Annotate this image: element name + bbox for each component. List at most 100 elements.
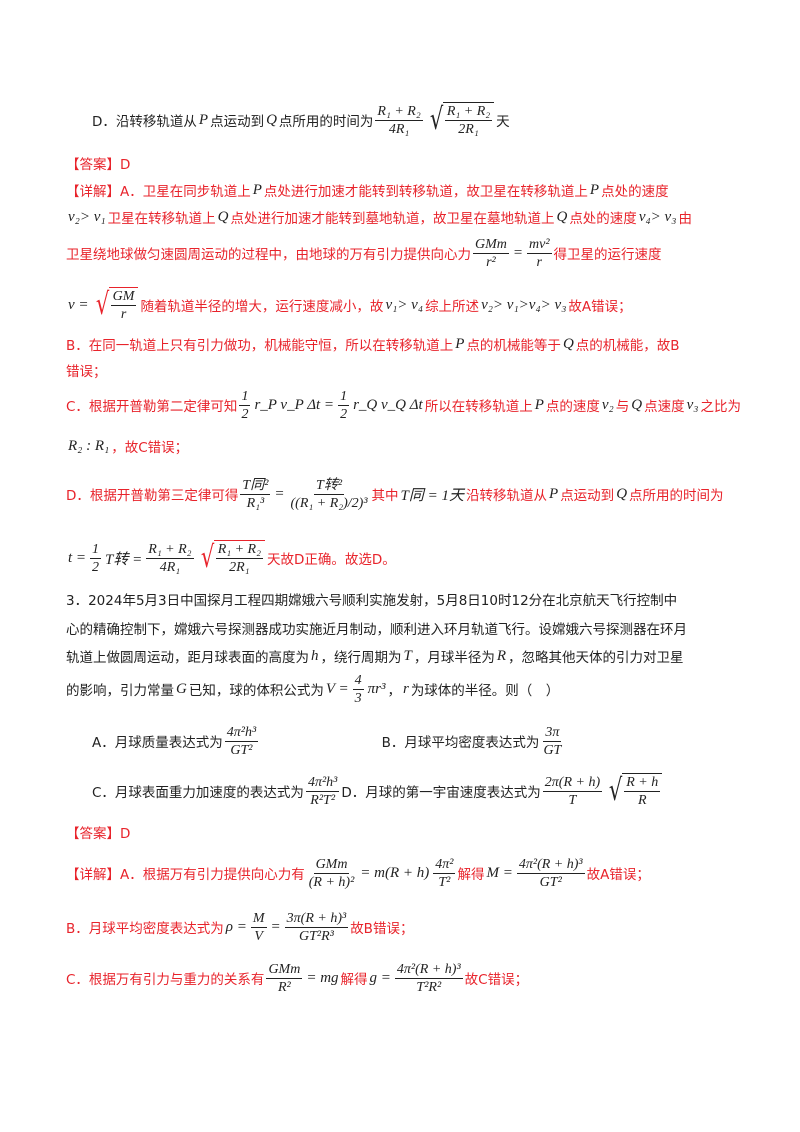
fraction-numerator: T转²	[314, 477, 345, 495]
fraction-numerator: 1	[338, 388, 350, 406]
fraction-denominator: R²T²	[310, 792, 336, 808]
text-segment: 点的速度	[545, 399, 600, 415]
math-symbol: T转 =	[105, 551, 143, 568]
text-segment: 天	[496, 114, 510, 130]
math-symbol: v₂	[601, 396, 614, 413]
fraction-numerator: 4π²(R + h)³	[394, 961, 463, 979]
text-segment: 轨道上做圆周运动，距月球表面的高度为	[66, 650, 309, 666]
math-symbol: =	[270, 918, 281, 935]
math-symbol: P	[252, 181, 262, 198]
text-segment: B．在同一轨道上只有引力做功，机械能守恒，所以在转移轨道上	[66, 338, 454, 354]
text-segment: B．月球平均密度表达式为	[260, 735, 540, 751]
fraction-denominator: GT²R³	[298, 928, 334, 944]
text-segment: A．月球质量表达式为	[92, 735, 223, 751]
fraction-numerator: mv²	[527, 236, 552, 254]
text-segment: B．月球平均密度表达式为	[66, 921, 224, 937]
text-segment: 的影响，引力常量	[66, 683, 174, 699]
text-segment: D．月球的第一宇宙速度表达式为	[341, 785, 541, 801]
fraction-denominator: (R + h)²	[308, 874, 355, 890]
math-fraction: GMm(R + h)²	[307, 856, 357, 891]
math-symbol: v =	[68, 296, 89, 313]
fraction-numerator: R₁ + R₂	[146, 541, 194, 559]
fraction-denominator: 4R₁	[159, 559, 181, 575]
math-symbol: Q	[217, 208, 229, 225]
fraction-denominator: GT	[543, 742, 562, 758]
fraction-numerator: T同²	[240, 477, 271, 495]
math-symbol: Q	[562, 335, 574, 352]
math-symbol: r	[402, 680, 409, 697]
text-segment: 由	[678, 211, 692, 227]
fraction-denominator: T²	[438, 874, 451, 890]
text-segment: 卫星绕地球做匀速圆周运动的过程中，由地球的万有引力提供向心力	[66, 247, 471, 263]
fraction-numerator: 1	[90, 541, 102, 559]
fraction-numerator: R₁ + R₂	[215, 542, 263, 559]
text-segment: 3．2024年5月3日中国探月工程四期嫦娥六号顺利实施发射，5月8日10时12分…	[66, 593, 678, 609]
fraction-numerator: 4π²(R + h)³	[516, 856, 585, 874]
fraction-numerator: GMm	[266, 961, 303, 979]
fraction-denominator: r	[536, 254, 542, 270]
text-segment: 【答案】D	[66, 826, 131, 842]
radical-sign: √	[608, 773, 623, 808]
math-symbol: M =	[486, 864, 513, 881]
fraction-denominator: 2R₁	[458, 122, 479, 137]
fraction-denominator: ((R₁ + R₂)/2)³	[290, 495, 368, 511]
text-segment: 点运动到	[210, 114, 265, 130]
text-segment: 点所用的时间为	[278, 114, 374, 130]
text-segment: 点的机械能等于	[466, 338, 561, 354]
text-segment: 点处进行加速才能转到转移轨道，故卫星在转移轨道上	[263, 184, 588, 200]
text-segment: ，月球半径为	[413, 650, 495, 666]
math-symbol: P	[455, 335, 465, 352]
math-symbol: P	[534, 396, 544, 413]
text-segment: 随着轨道半径的增大，运行速度减小，故	[140, 299, 384, 315]
math-symbol: R	[496, 647, 507, 664]
fraction-numerator: 4	[352, 672, 364, 690]
math-symbol: v₄> v₃	[638, 208, 677, 225]
fraction-denominator: T²R²	[416, 979, 442, 995]
text-segment: D．沿转移轨道从	[92, 114, 197, 130]
math-symbol: v₃	[686, 396, 699, 413]
fraction-denominator: 2	[241, 406, 249, 422]
math-symbol: r_Q v_Q Δt	[353, 396, 423, 413]
text-segment: 点速度	[644, 399, 685, 415]
fraction-denominator: V	[254, 928, 263, 944]
text-segment: 卫星在转移轨道上	[107, 211, 216, 227]
text-segment: 为球体的半径。则（ ）	[410, 683, 560, 699]
fraction-numerator: 4π²	[433, 856, 456, 874]
text-segment: ，绕行周期为	[320, 650, 402, 666]
fraction-numerator: 4π²h³	[224, 724, 259, 742]
math-symbol: P	[589, 181, 600, 198]
text-segment: 故A错误；	[568, 299, 632, 315]
text-segment: 已知，球的体积公式为	[188, 683, 324, 699]
fraction-denominator: GT²	[230, 742, 253, 758]
explanation-line: 【详解】A．卫星在同步轨道上 P 点处进行加速才能转到转移轨道，故卫星在转移轨道…	[66, 170, 669, 210]
fraction-denominator: 2R₁	[229, 560, 250, 575]
radical-sign: √	[429, 102, 443, 137]
answer-label: 【答案】D	[66, 812, 130, 852]
question-3-line: 心的精确控制下，嫦娥六号探测器成功实施近月制动，顺利进入环月轨道飞行。设嫦娥六号…	[66, 608, 687, 648]
math-symbol: Q	[631, 396, 643, 413]
fraction-denominator: R²	[278, 979, 291, 995]
explanation-line: R₂ : R₁，故C错误；	[66, 426, 188, 466]
math-symbol: v₂> v₁	[68, 208, 106, 225]
fraction-denominator: 2	[340, 406, 348, 422]
fraction-numerator: GM	[110, 289, 137, 306]
text-segment: 综上所述	[425, 299, 480, 315]
